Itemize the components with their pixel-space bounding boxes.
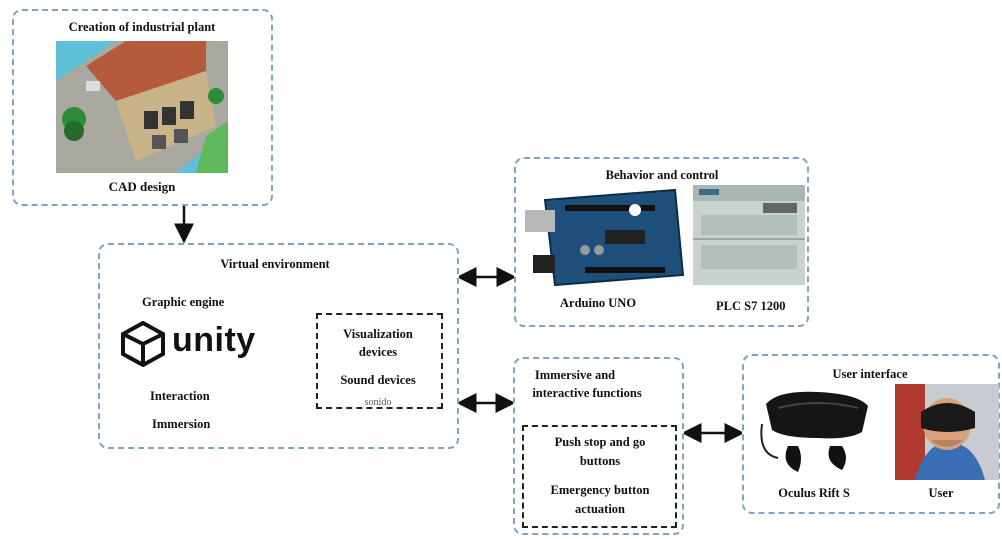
sonido-label: sonido <box>364 397 392 408</box>
arduino-label: Arduino UNO <box>560 296 637 310</box>
user-interface-box: User interface Oculus Rift S User <box>742 354 1000 514</box>
unity-logo-icon <box>121 321 165 367</box>
cad-box: Creation of industrial plant CAD design <box>12 9 273 206</box>
immersive-title-line2: interactive functions <box>532 386 642 400</box>
emergency-line1: Emergency button <box>550 483 650 497</box>
industrial-plant-cad-image <box>56 41 228 173</box>
behavior-title: Behavior and control <box>605 168 719 182</box>
emergency-line2: actuation <box>575 502 625 516</box>
user-label: User <box>928 486 954 500</box>
controls-box: Push stop and go buttons Emergency butto… <box>522 425 677 528</box>
visualization-devices-label: Visualization devices <box>343 327 413 360</box>
plc-s7-1200-image <box>693 185 805 285</box>
plc-label: PLC S7 1200 <box>716 299 786 313</box>
oculus-rift-s-image <box>760 391 868 472</box>
user-interface-title: User interface <box>832 367 908 381</box>
cad-title: Creation of industrial plant <box>68 20 216 34</box>
unity-logo-text: unity <box>172 321 256 359</box>
cad-caption: CAD design <box>108 179 176 194</box>
devices-box: Visualization devices Sound devices soni… <box>316 313 443 409</box>
sound-devices-label: Sound devices <box>340 373 416 387</box>
graphic-engine-label: Graphic engine <box>142 295 225 309</box>
virtual-environment-box: Virtual environment Graphic engine unity… <box>98 243 459 449</box>
push-buttons-line1: Push stop and go <box>554 435 646 449</box>
immersive-title-line1: Immersive and <box>534 368 616 382</box>
arduino-board-image <box>525 188 685 287</box>
behavior-control-box: Behavior and control Arduino UNO PLC S7 … <box>514 157 809 327</box>
user-wearing-headset-image <box>895 384 999 480</box>
virtual-title: Virtual environment <box>220 257 330 271</box>
immersion-label: Immersion <box>152 417 211 431</box>
interaction-label: Interaction <box>150 389 210 403</box>
immersive-functions-box: Immersive and interactive functions Push… <box>513 357 684 535</box>
oculus-label: Oculus Rift S <box>778 486 850 500</box>
push-buttons-line2: buttons <box>579 454 621 468</box>
